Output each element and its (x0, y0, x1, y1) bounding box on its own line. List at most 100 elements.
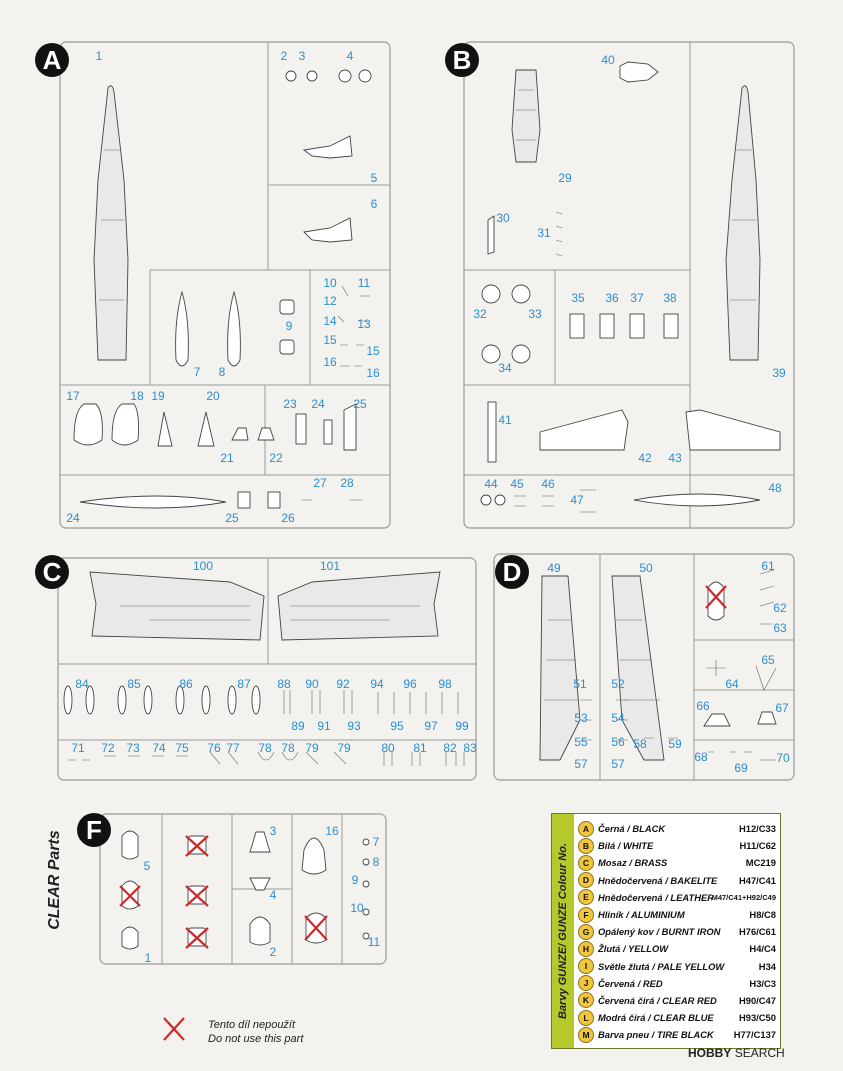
watermark-suffix: SEARCH (734, 1046, 785, 1060)
part-number-b-48: 48 (768, 481, 782, 495)
colour-name: Hnědočervená / LEATHER (598, 891, 712, 903)
part-number-a-24: 24 (311, 397, 325, 411)
colour-code: H4/C4 (749, 943, 776, 955)
part-number-f-8: 8 (373, 855, 380, 869)
part-number-c-72: 72 (101, 741, 115, 755)
colour-letter-badge: G (578, 923, 594, 940)
part-number-a-5: 5 (371, 171, 378, 185)
part-number-a-15: 15 (366, 344, 380, 358)
part-number-b-40: 40 (601, 53, 615, 67)
part-number-a-26: 26 (281, 511, 295, 525)
part-number-a-17: 17 (66, 389, 80, 403)
colour-table-title-bar: Barvy GUNZE/ GUNZE Colour No. (552, 814, 574, 1048)
part-number-d-57: 57 (574, 757, 588, 771)
colour-letter-badge: J (578, 975, 594, 992)
colour-letter-badge: I (578, 958, 594, 975)
colour-name: Černá / BLACK (598, 823, 666, 835)
part-number-d-55: 55 (574, 735, 588, 749)
part-number-c-76: 76 (207, 741, 221, 755)
part-number-f-1: 1 (145, 951, 152, 965)
part-number-d-70: 70 (776, 751, 790, 765)
colour-row: A Černá / BLACK H12/C33 (578, 820, 776, 837)
watermark-brand: HOBBY (688, 1046, 732, 1060)
part-number-f-11: 11 (368, 935, 381, 949)
colour-name: Opálený kov / BURNT IRON (598, 926, 721, 938)
part-number-d-61: 61 (761, 559, 775, 573)
colour-code: M47/C41+H92/C49 (711, 892, 776, 902)
part-number-d-62: 62 (773, 601, 787, 615)
part-number-c-88: 88 (277, 677, 291, 691)
colour-name: Světle žlutá / PALE YELLOW (598, 960, 725, 972)
sprue-badge-b: B (445, 43, 479, 77)
colour-code: H3/C3 (749, 977, 776, 989)
colour-table-title: Barvy GUNZE/ GUNZE Colour No. (557, 842, 569, 1020)
sprue-a (59, 41, 391, 529)
part-number-c-82: 82 (443, 741, 457, 755)
part-number-c-83: 83 (463, 741, 477, 755)
colour-code: H8/C8 (749, 909, 776, 921)
colour-letter-badge: E (578, 889, 594, 906)
colour-letter-badge: A (578, 820, 594, 837)
colour-name: Žlutá / YELLOW (598, 943, 669, 955)
part-number-d-49: 49 (547, 561, 561, 575)
part-number-d-57: 57 (611, 757, 625, 771)
part-number-f-5: 5 (144, 859, 151, 873)
part-number-b-31: 31 (537, 226, 551, 240)
colour-code: H12/C33 (738, 823, 776, 835)
sprue-badge-d: D (495, 555, 529, 589)
part-number-a-15: 15 (323, 333, 337, 347)
part-number-a-28: 28 (340, 476, 354, 490)
part-number-a-8: 8 (219, 365, 226, 379)
part-number-c-71: 71 (71, 741, 85, 755)
part-number-d-65: 65 (761, 653, 775, 667)
part-number-a-11: 11 (358, 276, 371, 290)
part-number-d-68: 68 (694, 750, 708, 764)
part-number-c-75: 75 (175, 741, 189, 755)
colour-letter-badge: F (578, 906, 594, 923)
part-number-c-78: 78 (281, 741, 295, 755)
part-number-d-51: 51 (573, 677, 587, 691)
colour-code: H11/C62 (739, 840, 776, 852)
sprue-f (99, 813, 387, 965)
colour-name: Červená čirá / CLEAR RED (598, 994, 717, 1006)
part-number-a-19: 19 (151, 389, 165, 403)
part-number-b-37: 37 (630, 291, 644, 305)
colour-letter-badge: K (578, 992, 594, 1009)
part-number-c-96: 96 (403, 677, 417, 691)
part-number-c-100: 100 (193, 559, 213, 573)
part-number-c-93: 93 (347, 719, 361, 733)
part-number-d-54: 54 (611, 711, 625, 725)
sprue-b (463, 41, 795, 529)
part-number-b-46: 46 (541, 477, 555, 491)
part-number-c-90: 90 (305, 677, 319, 691)
do-not-use-czech: Tento díl nepoužít (208, 1019, 296, 1031)
part-number-d-69: 69 (734, 761, 748, 775)
part-number-a-7: 7 (194, 365, 201, 379)
colour-name: Červená / RED (598, 977, 663, 989)
sprue-badge-a: A (35, 43, 69, 77)
colour-name: Bílá / WHITE (598, 840, 654, 852)
part-number-d-53: 53 (574, 711, 588, 725)
part-number-b-38: 38 (663, 291, 677, 305)
colour-code: MC219 (745, 857, 776, 869)
part-number-f-3: 3 (270, 824, 277, 838)
hobbysearch-watermark: HOBBY SEARCH (688, 1046, 785, 1060)
sprue-d (493, 553, 795, 781)
part-number-b-36: 36 (605, 291, 619, 305)
colour-code: H93/C50 (738, 1012, 776, 1024)
colour-table: Barvy GUNZE/ GUNZE Colour No. A Černá / B… (551, 813, 781, 1049)
part-number-a-25: 25 (225, 511, 239, 525)
colour-name: Barva pneu / TIRE BLACK (598, 1029, 714, 1041)
